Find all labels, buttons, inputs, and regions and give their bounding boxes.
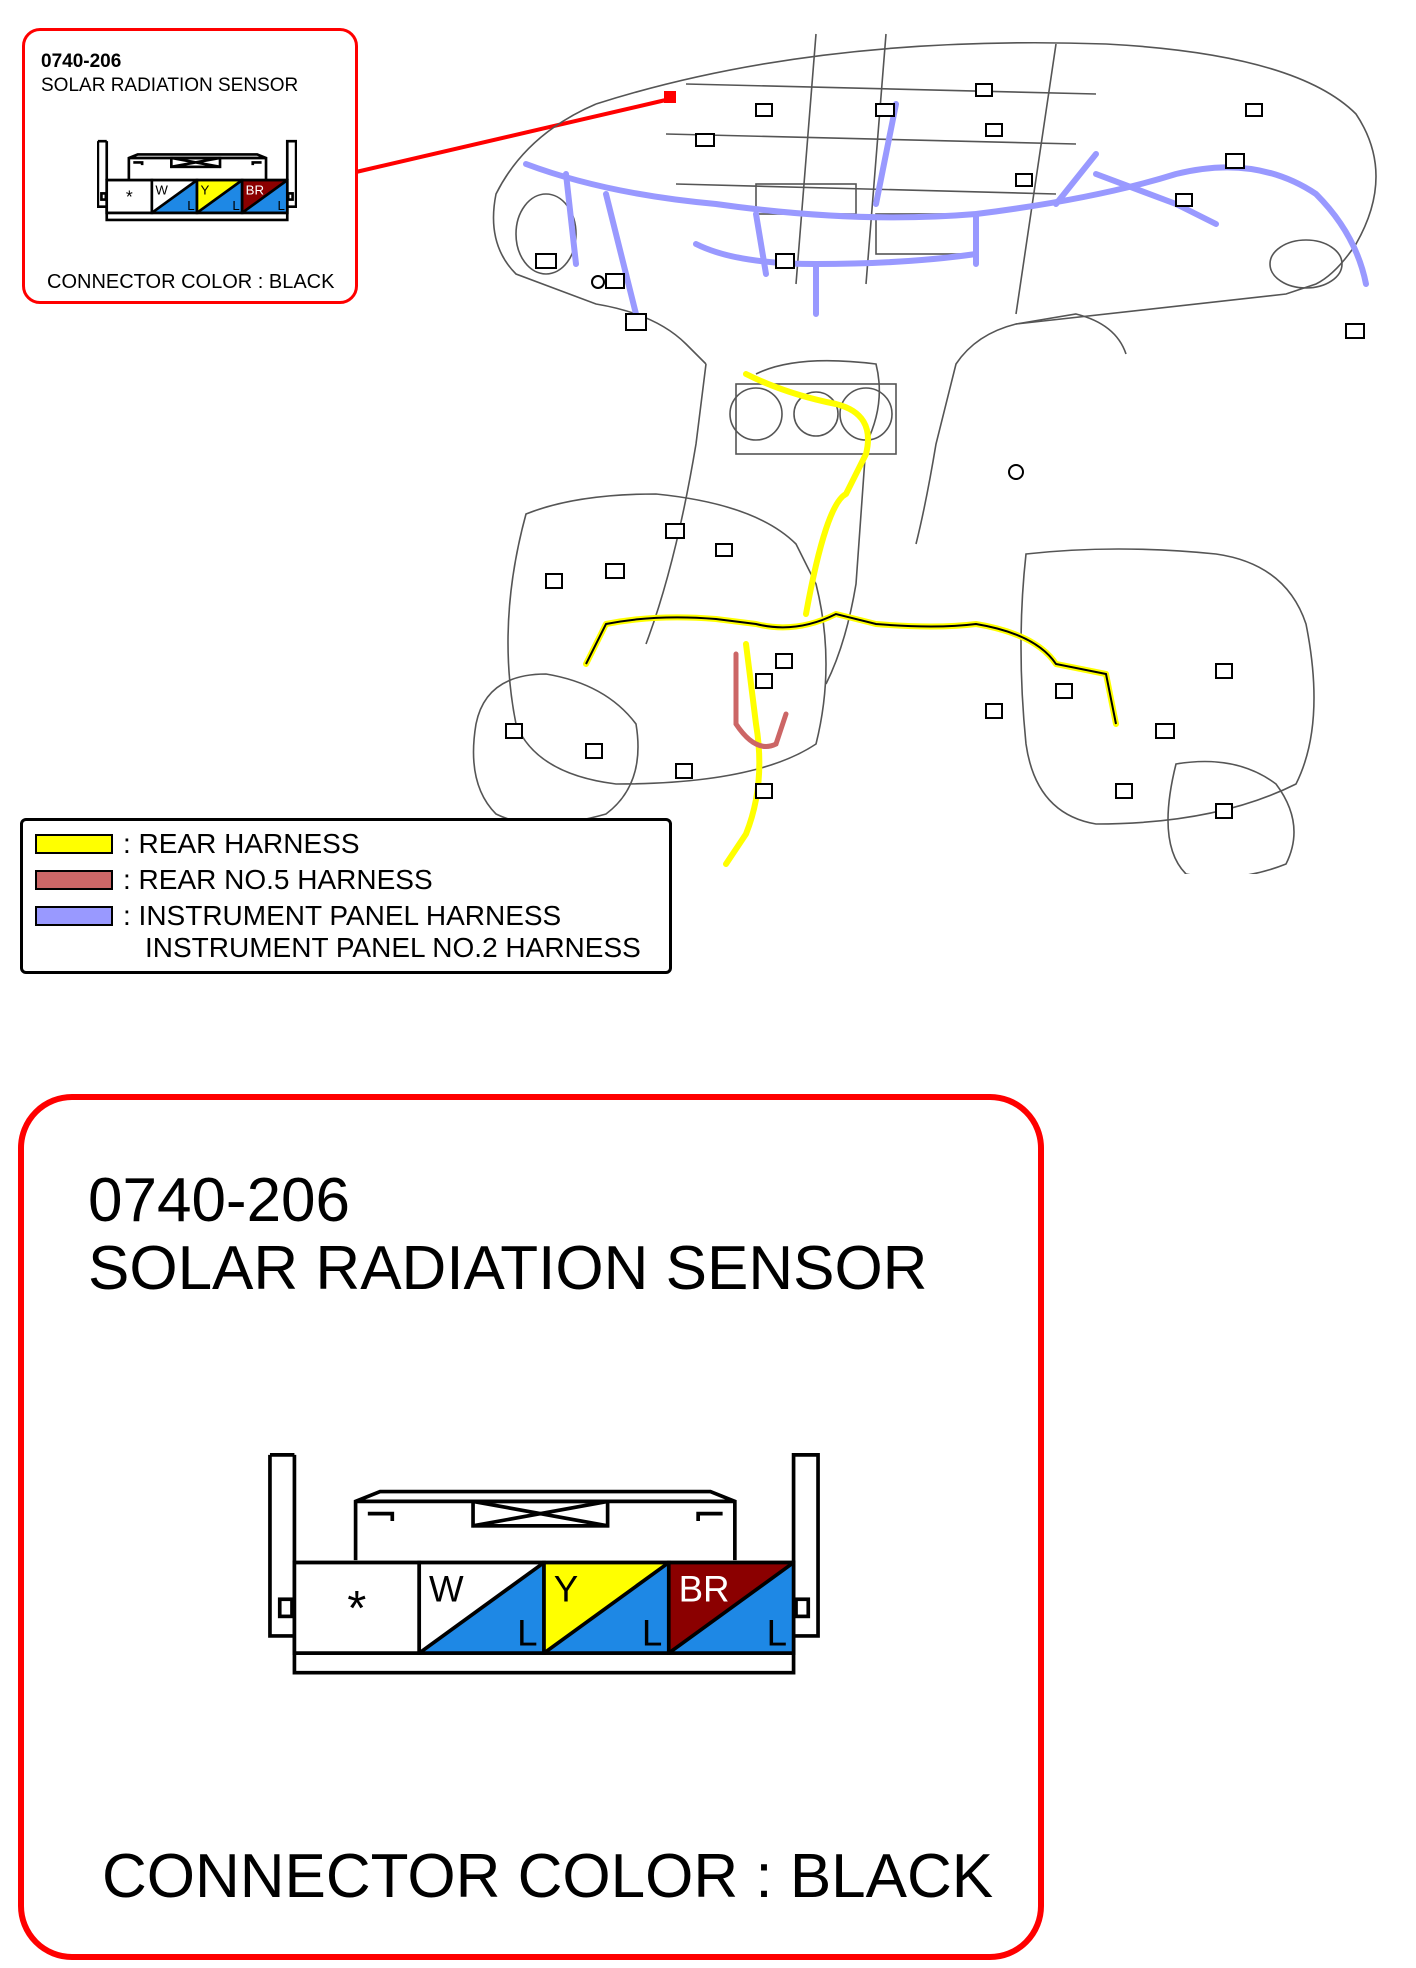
pin-top-label: Y <box>201 182 210 197</box>
pin-top-label: W <box>155 182 168 197</box>
legend-swatch-red <box>35 870 113 890</box>
pin-symbol: * <box>126 187 133 207</box>
connector-side-tab-left <box>277 1597 294 1619</box>
connector-lock-window <box>170 156 222 169</box>
pin-diagonal <box>151 179 198 214</box>
legend-label: : INSTRUMENT PANEL HARNESS <box>123 900 562 931</box>
connector-pin: BR L <box>666 1560 796 1655</box>
pin-diagonal <box>418 1561 546 1655</box>
connector-name: SOLAR RADIATION SENSOR <box>88 1234 928 1303</box>
pin-diagonal <box>542 1561 670 1655</box>
connector-pin: WL <box>150 178 199 215</box>
connector-lock-window <box>471 1499 610 1528</box>
pin-bottom-label: L <box>232 198 239 213</box>
pin-bottom-label: L <box>187 198 194 213</box>
leader-line <box>355 91 676 174</box>
legend-swatch-blue <box>35 906 113 926</box>
legend-label: : REAR HARNESS <box>123 828 360 859</box>
pin-cell-border <box>666 1560 796 1655</box>
connector-name-small: SOLAR RADIATION SENSOR <box>41 75 299 96</box>
pin-top-label: Y <box>554 1569 578 1610</box>
connector-code: 0740-206 <box>88 1166 351 1235</box>
sensor-marker <box>664 91 676 103</box>
connector-pin: YL <box>542 1560 671 1655</box>
legend-item-rear-harness: : REAR HARNESS <box>35 828 360 859</box>
pin-top-label: BR <box>246 182 264 197</box>
harness-legend: : REAR HARNESS : REAR NO.5 HARNESS : INS… <box>20 818 672 974</box>
connector-callout-small: 0740-206 SOLAR RADIATION SENSOR CONNECTO… <box>22 28 358 304</box>
pin-diagonal <box>667 1561 795 1655</box>
connector-side-tab-right <box>794 1597 811 1619</box>
legend-item-instrument-panel-harness: : INSTRUMENT PANEL HARNESS <box>35 900 562 931</box>
pin-diagonal <box>241 179 289 214</box>
legend-swatch-yellow <box>35 834 113 854</box>
connector-code-small: 0740-206 <box>41 51 122 72</box>
connector-lock-cross <box>171 156 221 169</box>
harness-diagram <box>472 33 1377 874</box>
pin-bottom-label: L <box>642 1613 662 1654</box>
legend-label: INSTRUMENT PANEL NO.2 HARNESS <box>145 932 641 963</box>
connector-lock-cross <box>472 1499 608 1528</box>
pin-bottom-label: L <box>767 1613 787 1654</box>
pin-bottom-label: L <box>278 198 285 213</box>
pin-top-color <box>106 180 152 213</box>
legend-item-instrument-panel-no2-harness: INSTRUMENT PANEL NO.2 HARNESS <box>145 932 641 963</box>
connector-pin: BR L <box>240 178 289 215</box>
legend-item-rear-no5-harness: : REAR NO.5 HARNESS <box>35 864 433 895</box>
pin-diagonal <box>196 179 243 214</box>
connector-color-label-small: CONNECTOR COLOR : BLACK <box>47 271 335 293</box>
pin-symbol: * <box>347 1582 366 1636</box>
pin-cell-border <box>240 178 289 215</box>
pin-top-label: BR <box>679 1569 730 1610</box>
connector-color-label: CONNECTOR COLOR : BLACK <box>102 1842 994 1911</box>
legend-label: : REAR NO.5 HARNESS <box>123 864 433 895</box>
connector-pin: * <box>292 1560 422 1655</box>
pin-bottom-label: L <box>517 1613 537 1654</box>
pin-top-label: W <box>429 1569 464 1610</box>
connector-pin: WL <box>417 1560 546 1655</box>
